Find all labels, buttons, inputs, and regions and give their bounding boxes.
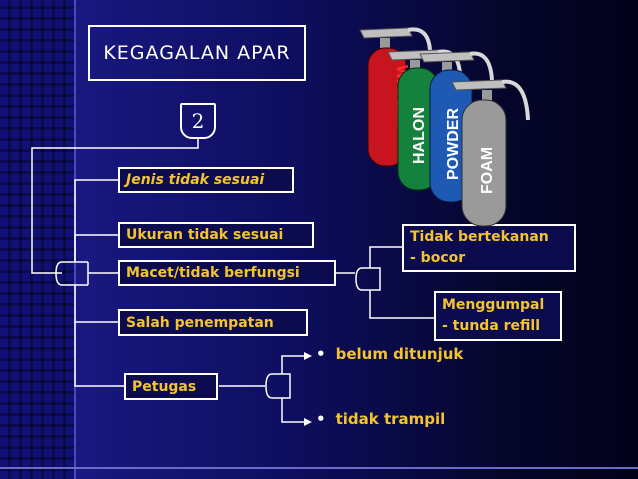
- slide-number-badge: 2: [180, 103, 216, 139]
- cause-petugas: Petugas: [124, 373, 218, 400]
- bullet-belum: • belum ditunjuk: [316, 345, 463, 363]
- detail-menggumpal: Menggumpal - tunda refill: [434, 291, 562, 341]
- branch-menggumpal: [369, 290, 434, 319]
- extinguisher-water: WATER: [359, 27, 432, 167]
- label-halon: HALON: [411, 107, 428, 164]
- petugas-bracket: [265, 373, 291, 399]
- branch-belum: [281, 355, 304, 374]
- detail-line: Menggumpal: [442, 297, 545, 313]
- detail-line: - tunda refill: [442, 318, 541, 334]
- detail-line: Tidak bertekanan: [410, 229, 549, 245]
- macet-bracket: [355, 267, 381, 291]
- bottom-rule: [0, 467, 638, 469]
- cause-macet: Macet/tidak berfungsi: [118, 260, 336, 286]
- cause-ukuran: Ukuran tidak sesuai: [118, 222, 314, 248]
- label-foam: FOAM: [479, 147, 496, 194]
- bullet-dot-icon: •: [316, 345, 326, 363]
- page-title: KEGAGALAN APAR: [88, 25, 306, 81]
- branch-jenis: [74, 179, 118, 262]
- cause-jenis: Jenis tidak sesuai: [118, 167, 294, 193]
- extinguisher-halon: HALON: [387, 49, 462, 191]
- bullet-text: tidak trampil: [335, 410, 446, 428]
- bullet-trampil: • tidak trampil: [316, 410, 445, 428]
- bullet-text: belum ditunjuk: [335, 345, 464, 363]
- cause-salah: Salah penempatan: [118, 309, 308, 336]
- branch-ukuran: [74, 234, 118, 262]
- branch-salah: [74, 285, 118, 323]
- arrow-trampil: [304, 418, 312, 426]
- branch-trampil: [281, 398, 304, 423]
- detail-line: - bocor: [410, 250, 466, 266]
- branch-petugas: [74, 322, 124, 387]
- left-decorative-stripe: [0, 0, 74, 479]
- label-powder: POWDER: [445, 108, 462, 180]
- detail-tidak-bertekanan: Tidak bertekanan - bocor: [402, 224, 576, 272]
- bullet-dot-icon: •: [316, 410, 326, 428]
- main-connector: [31, 139, 199, 274]
- extinguisher-foam: FOAM: [451, 79, 530, 227]
- branch-tidak-bertekanan: [369, 246, 402, 268]
- arrow-belum: [304, 352, 312, 360]
- fire-extinguishers-illustration: WATER HALON POWDER FOAM: [359, 27, 530, 227]
